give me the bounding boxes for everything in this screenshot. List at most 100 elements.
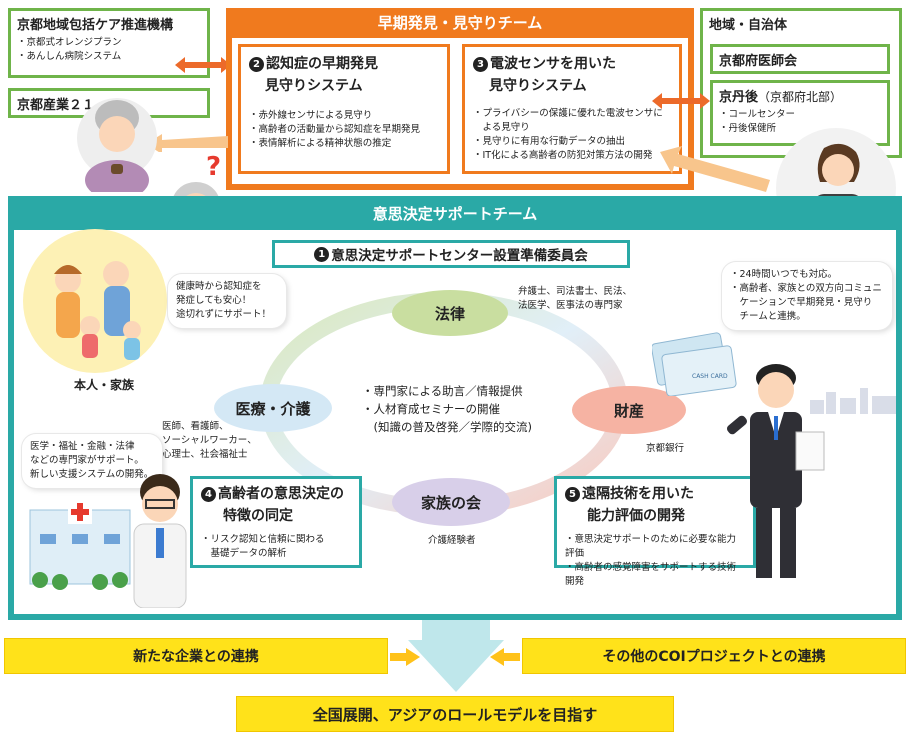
tango-title-sub: （京都府北部） xyxy=(758,90,843,104)
kyoto-care-item: ・京都式オレンジプラン xyxy=(17,37,122,48)
from-callcenter-arrow-icon xyxy=(660,146,770,192)
system-2-item: ・赤外線センサによる見守り xyxy=(249,110,373,121)
tango-item: ・コールセンター xyxy=(719,109,796,120)
system-4-title-line1: 高齢者の意思決定の xyxy=(218,486,344,502)
callcenter-bubble-line: ケーションで早期発見・見守り xyxy=(730,297,873,308)
number-badge-1: 1 xyxy=(314,246,330,262)
system-2-item: ・高齢者の活動量から認知症を早期発見 xyxy=(249,124,421,135)
doctors-association-title: 京都府医師会 xyxy=(719,54,798,69)
bank-cards-illustration-icon: CASH CARD xyxy=(652,332,737,396)
medical-care-note-line: ソーシャルワーカー、 xyxy=(162,435,257,446)
medical-care-note-line: 医師、看護師、 xyxy=(162,421,229,432)
callcenter-bubble-line: チームと連携。 xyxy=(730,311,806,322)
system-3-title-line1: 電波センサを用いた xyxy=(490,56,616,72)
center-support-item: ・人材育成セミナーの開催 xyxy=(362,402,500,416)
family-support-bubble: 健康時から認知症を 発症しても安心！ 途切れずにサポート！ xyxy=(168,274,286,328)
tango-title-main: 京丹後 xyxy=(719,90,759,105)
kyoto-care-items: ・京都式オレンジプラン ・あんしん病院システム xyxy=(11,36,207,64)
system-3-item: ・見守りに有用な行動データの抽出 xyxy=(473,136,626,147)
family-bubble-line: 途切れずにサポート！ xyxy=(176,309,272,320)
finance-note: 京都銀行 xyxy=(646,443,685,454)
elderly-woman-illustration-icon xyxy=(77,98,157,192)
care-early-double-arrow-icon xyxy=(175,57,231,73)
businessman-illustration-icon xyxy=(726,364,825,578)
tango-title: 京丹後（京都府北部） xyxy=(713,83,887,108)
person-family-label: 本人・家族 xyxy=(74,378,135,392)
goal-box: 全国展開、アジアのロールモデルを目指す xyxy=(236,696,674,732)
hospital-illustration-icon xyxy=(29,500,131,590)
early-team-title: 早期発見・見守りチーム xyxy=(377,14,543,32)
tango-items: ・コールセンター ・丹後保健所 xyxy=(713,108,887,136)
experts-bubble-line: 医学・福祉・金融・法律 xyxy=(30,441,135,452)
system-2-items: ・赤外線センサによる見守り ・高齢者の活動量から認知症を早期発見 ・表情解析によ… xyxy=(249,109,439,151)
law-note-line: 弁護士、司法書士、民法、 xyxy=(518,286,633,297)
other-coi-partnership-box: その他のCOIプロジェクトとの連携 xyxy=(522,638,906,674)
kyoto-care-box: 京都地域包括ケア推進機構 ・京都式オレンジプラン ・あんしん病院システム xyxy=(8,8,210,78)
system-5-items: ・意思決定サポートのために必要な能力評価 ・高齢者の感覚障害をサポートする技術開… xyxy=(565,533,745,589)
system-3-item: ・プライバシーの保護に優れた電波センサに xyxy=(473,108,663,119)
center-support-item: (知識の普及啓発／学際的交流) xyxy=(362,420,532,434)
law-note-line: 法医学、医事法の専門家 xyxy=(518,300,623,311)
skyline-illustration-icon xyxy=(810,388,896,414)
committee-label: 意思決定サポートセンター設置準備委員会 xyxy=(331,248,588,264)
system-5-title-line2: 能力評価の開発 xyxy=(587,508,685,524)
family-association-note: 介護経験者 xyxy=(428,535,476,546)
question-mark-icon: ? xyxy=(206,152,222,182)
family-association-node: 家族の会 xyxy=(392,478,510,526)
experts-bubble: 医学・福祉・金融・法律 などの専門家がサポート。 新しい支援システムの開発。 xyxy=(22,434,162,488)
center-support-item: ・専門家による助言／情報提供 xyxy=(362,384,523,398)
callcenter-bubble-line: ・高齢者、家族との双方向コミュニ xyxy=(730,283,882,294)
doctor-illustration-icon xyxy=(133,474,187,608)
system-4-item: ・リスク認知と信頼に関わる xyxy=(201,534,325,545)
number-badge-5: 5 xyxy=(565,487,580,502)
number-badge-2: 2 xyxy=(249,57,264,72)
center-support-items: ・専門家による助言／情報提供 ・人材育成セミナーの開催 (知識の普及啓発／学際的… xyxy=(362,382,552,436)
tango-item: ・丹後保健所 xyxy=(719,123,777,134)
experts-bubble-line: 新しい支援システムの開発。 xyxy=(30,469,154,480)
system-5-item: ・高齢者の感覚障害をサポートする技術開発 xyxy=(565,562,737,587)
callcenter-bubble-line: ・24時間いつでも対応。 xyxy=(730,269,838,280)
family-bubble-line: 発症しても安心！ xyxy=(176,295,252,306)
callcenter-bubble: ・24時間いつでも対応。 ・高齢者、家族との双方向コミュニ ケーションで早期発見… xyxy=(722,262,892,330)
decision-team-title: 意思決定サポートチーム xyxy=(372,205,538,223)
left-yellow-arrow-icon xyxy=(390,648,420,666)
kyoto-care-title: 京都地域包括ケア推進機構 xyxy=(17,18,174,33)
number-badge-3: 3 xyxy=(473,57,488,72)
system-3-item: よる見守り xyxy=(473,122,530,133)
system-4-title-line2: 特徴の同定 xyxy=(223,508,293,524)
family-bubble-line: 健康時から認知症を xyxy=(176,281,262,292)
right-yellow-arrow-icon xyxy=(490,648,520,666)
doctors-association-box: 京都府医師会 xyxy=(710,44,890,74)
medical-care-node: 医療・介護 xyxy=(214,384,332,432)
system-3-items: ・プライバシーの保護に優れた電波センサに よる見守り ・見守りに有用な行動データ… xyxy=(473,107,671,163)
region-title: 地域・自治体 xyxy=(709,18,788,33)
system-2-title-line2: 見守りシステム xyxy=(265,78,363,94)
medical-care-note: 医師、看護師、 ソーシャルワーカー、 心理士、社会福祉士 xyxy=(162,420,257,462)
medical-care-note-line: 心理士、社会福祉士 xyxy=(162,449,248,460)
system-4-items: ・リスク認知と信頼に関わる 基礎データの解析 xyxy=(201,533,351,561)
system-2-item: ・表情解析による精神状態の推定 xyxy=(249,138,392,149)
cash-card-text: CASH CARD xyxy=(692,373,728,380)
sensor-region-double-arrow-icon xyxy=(652,93,710,109)
new-companies-partnership-box: 新たな企業との連携 xyxy=(4,638,388,674)
system-5-item: ・意思決定サポートのために必要な能力評価 xyxy=(565,534,737,559)
family-illustration-icon xyxy=(23,229,167,373)
kyoto-care-item: ・あんしん病院システム xyxy=(17,51,122,62)
system-4-item: 基礎データの解析 xyxy=(201,548,287,559)
system-3-title-line2: 見守りシステム xyxy=(489,78,587,94)
law-node: 法律 xyxy=(392,290,508,336)
system-5-title-line1: 遠隔技術を用いた xyxy=(582,486,694,502)
law-note: 弁護士、司法書士、民法、 法医学、医事法の専門家 xyxy=(518,285,632,313)
experts-bubble-line: などの専門家がサポート。 xyxy=(30,455,144,466)
to-elderly-arrow-icon xyxy=(146,134,228,152)
kyoto-industry-title: 京都産業２１ xyxy=(17,98,96,113)
